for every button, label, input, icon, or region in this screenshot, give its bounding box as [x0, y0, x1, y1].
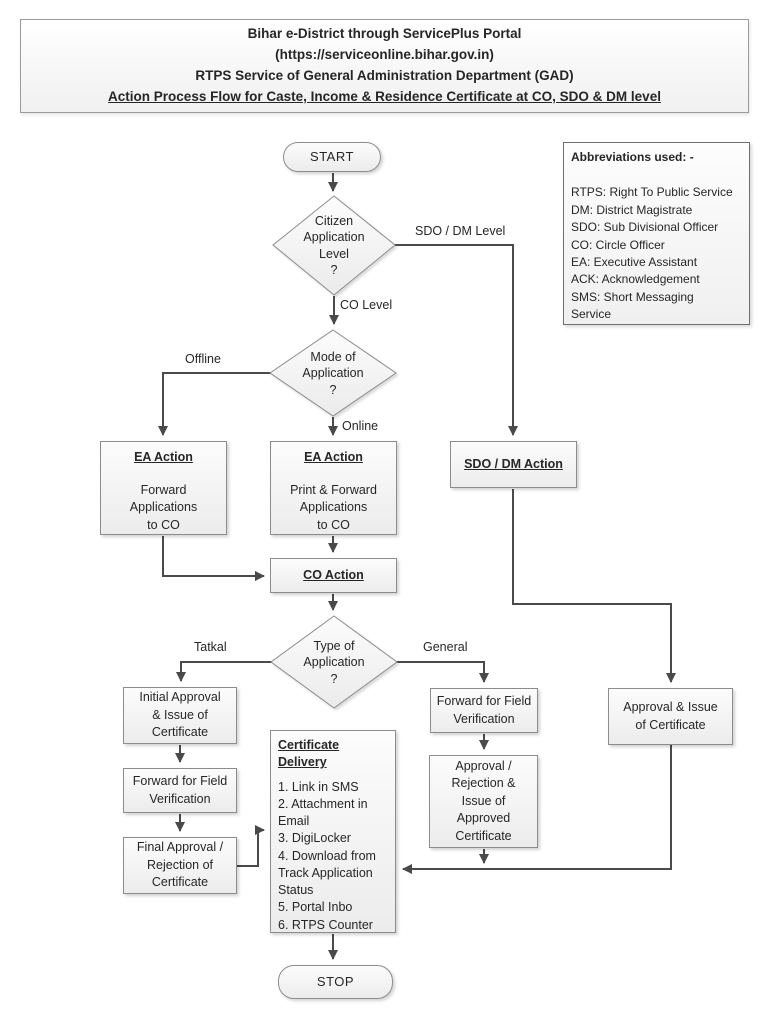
- title-line-4: Action Process Flow for Caste, Income & …: [108, 88, 661, 104]
- certificate-delivery-item: 1. Link in SMS: [278, 779, 359, 794]
- title-banner: Bihar e-District through ServicePlus Por…: [20, 19, 749, 113]
- connector-citizen-to-sdo-dm-action: [395, 244, 518, 436]
- connector-type-to-forward-field: [396, 661, 489, 683]
- connector-ea-offline-to-co-action: [162, 536, 265, 581]
- connector-approval-issue-to-certificate-delivery: [402, 745, 672, 874]
- abbreviation-item: EA: Executive Assistant: [571, 254, 698, 269]
- certificate-delivery-item: 3. DigiLocker: [278, 831, 351, 846]
- ea-action-offline-body: Forward Applications to CO: [129, 482, 198, 532]
- decision-mode-of-application-label: Mode of Application ?: [302, 350, 364, 397]
- sdo-dm-action-title: SDO / DM Action: [464, 456, 563, 471]
- decision-mode-of-application: [269, 329, 397, 417]
- edge-label-sdo-dm-level: SDO / DM Level: [415, 224, 506, 238]
- connector-final-to-certificate-delivery: [237, 825, 265, 867]
- sdo-dm-action-box: SDO / DM Action: [450, 441, 577, 488]
- abbreviation-item: SMS: Short Messaging Service: [571, 289, 694, 322]
- abbreviation-item: SDO: Sub Divisional Officer: [571, 220, 719, 235]
- ea-action-online-title: EA Action: [304, 450, 363, 464]
- co-action-box: CO Action: [270, 558, 397, 593]
- connector-mode-to-ea-offline: [158, 372, 271, 436]
- title-line-3: RTPS Service of General Administration D…: [195, 68, 574, 83]
- certificate-delivery-title: Certificate Delivery: [278, 738, 340, 770]
- decision-citizen-application-level-label: Citizen Application Level ?: [303, 214, 365, 277]
- abbreviations-heading: Abbreviations used: -: [571, 150, 694, 164]
- decision-type-of-application: [270, 615, 398, 709]
- certificate-delivery-item: 5. Portal Inbo: [278, 900, 353, 915]
- final-approval-box: Final Approval / Rejection of Certificat…: [123, 837, 237, 894]
- ea-action-offline-title: EA Action: [134, 450, 193, 464]
- certificate-delivery-item: 2. Attachment in Email: [278, 796, 368, 828]
- certificate-delivery-item: 4. Download from Track Application Statu…: [278, 848, 376, 898]
- approval-rejection-box: Approval / Rejection & Issue of Approved…: [429, 755, 538, 848]
- abbreviations-box: Abbreviations used: - RTPS: Right To Pub…: [563, 142, 750, 325]
- edge-label-general: General: [423, 640, 468, 654]
- co-action-title: CO Action: [303, 567, 364, 582]
- start-node: START: [283, 142, 381, 172]
- decision-citizen-application-level: [272, 195, 396, 296]
- abbreviation-item: DM: District Magistrate: [571, 202, 693, 217]
- title-line-2: (https://serviceonline.bihar.gov.in): [275, 47, 494, 63]
- edge-label-tatkal: Tatkal: [194, 640, 227, 654]
- certificate-delivery-box: Certificate Delivery 1. Link in SMS 2. A…: [270, 730, 396, 933]
- initial-approval-box: Initial Approval & Issue of Certificate: [123, 687, 237, 744]
- edge-label-co-level: CO Level: [340, 298, 393, 312]
- approval-issue-box: Approval & Issue of Certificate: [608, 688, 733, 745]
- edge-label-offline: Offline: [185, 352, 221, 366]
- abbreviation-item: CO: Circle Officer: [571, 237, 665, 252]
- ea-action-online-box: EA Action Print & Forward Applications t…: [270, 441, 397, 535]
- ea-action-online-body: Print & Forward Applications to CO: [290, 482, 377, 532]
- certificate-delivery-item: 6. RTPS Counter: [278, 917, 373, 932]
- stop-node: STOP: [278, 965, 393, 999]
- edge-label-online: Online: [342, 419, 379, 433]
- abbreviation-item: RTPS: Right To Public Service: [571, 185, 733, 200]
- abbreviation-item: ACK: Acknowledgement: [571, 272, 700, 287]
- decision-type-of-application-label: Type of Application ?: [303, 639, 365, 686]
- forward-field-verification-tatkal-box: Forward for Field Verification: [123, 768, 237, 813]
- connector-sdo-dm-to-approval-issue: [512, 489, 676, 683]
- forward-field-verification-general-box: Forward for Field Verification: [430, 688, 538, 733]
- title-line-1: Bihar e-District through ServicePlus Por…: [247, 26, 522, 42]
- ea-action-offline-box: EA Action Forward Applications to CO: [100, 441, 227, 535]
- connector-type-to-initial-approval: [176, 661, 272, 682]
